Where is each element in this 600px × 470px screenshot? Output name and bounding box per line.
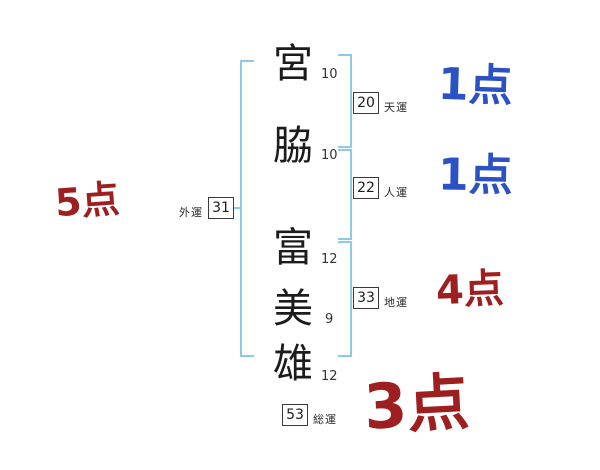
jinun-value-box: 22	[353, 177, 379, 199]
name-char-5: 雄	[273, 341, 313, 387]
chiun-score: 4点	[435, 265, 505, 315]
gaiun-connector	[234, 207, 242, 209]
chiun-bracket	[338, 241, 352, 357]
jinun-label: 人運	[384, 186, 408, 199]
soun-value-box: 53	[282, 404, 308, 426]
chiun-label: 地運	[384, 296, 408, 309]
stroke-count-4: 9	[325, 312, 334, 327]
stroke-count-3: 12	[321, 252, 338, 267]
name-char-2: 脇	[273, 123, 313, 169]
gaiun-score: 5点	[53, 176, 121, 226]
chiun-value-box: 33	[353, 287, 379, 309]
tenun-label: 天運	[384, 101, 408, 114]
stroke-count-2: 10	[321, 148, 338, 163]
tenun-value-box: 20	[353, 92, 379, 114]
jinun-bracket	[338, 149, 352, 240]
name-char-3: 富	[273, 225, 313, 271]
stroke-count-1: 10	[321, 67, 338, 82]
soun-score: 3点	[362, 365, 471, 444]
tenun-score: 1点	[437, 58, 514, 113]
name-char-1: 宮	[273, 41, 313, 87]
tenun-bracket	[338, 54, 352, 148]
name-char-4: 美	[273, 286, 313, 332]
jinun-score: 1点	[437, 149, 514, 202]
stroke-count-5: 12	[321, 369, 338, 384]
gaiun-value-box: 31	[208, 197, 234, 219]
soun-label: 総運	[313, 413, 337, 426]
gaiun-bracket	[240, 60, 254, 357]
gaiun-label: 外運	[179, 206, 203, 219]
